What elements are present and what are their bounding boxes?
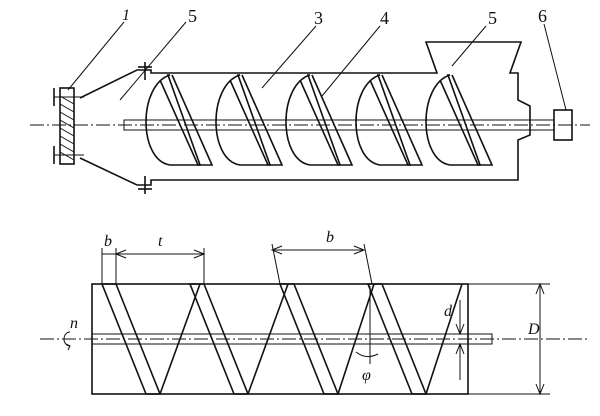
label-4: 4 <box>380 8 389 28</box>
detail-flights <box>100 283 463 395</box>
leader-5b <box>451 25 487 67</box>
label-3: 3 <box>314 8 323 28</box>
flight-3 <box>285 74 342 166</box>
label-6: 6 <box>538 6 547 26</box>
phi-arc <box>355 351 379 358</box>
label-phi: φ <box>362 367 371 384</box>
screw-geometry-detail: b t b d D n φ <box>40 229 590 396</box>
dim-t-arrow-left <box>114 249 127 259</box>
flight-5-blade <box>439 74 494 166</box>
drive-gear <box>53 87 84 165</box>
helical-flights <box>145 74 494 166</box>
trough-body <box>79 41 531 186</box>
screw-conveyor-assembly: 1 5 3 4 5 6 <box>30 6 590 194</box>
dim-b-right-arrow-right <box>353 245 366 255</box>
ext-b-right-2 <box>363 243 373 285</box>
flight-5 <box>425 74 482 166</box>
flight-4 <box>355 74 412 166</box>
label-n: n <box>70 315 78 332</box>
leader-3 <box>261 25 317 89</box>
leader-1 <box>67 21 125 91</box>
leader-5a <box>119 21 187 101</box>
dim-d-arrow-bottom <box>455 342 465 355</box>
label-d: d <box>444 303 453 320</box>
label-D: D <box>527 321 540 338</box>
dim-b-right-arrow-left <box>270 245 283 255</box>
rotation-arrow-icon <box>63 331 71 347</box>
label-b-right: b <box>326 229 334 246</box>
label-5b: 5 <box>488 8 497 28</box>
dim-D-arrow-bottom <box>535 383 545 396</box>
flight-2-blade <box>229 74 284 166</box>
dim-t-arrow-right <box>193 249 206 259</box>
label-b-left: b <box>104 233 112 250</box>
rotation-arrow-head <box>65 343 71 351</box>
label-1: 1 <box>122 7 130 24</box>
dim-d-arrow-top <box>455 323 465 336</box>
flight-3-blade <box>299 74 354 166</box>
dim-D-arrow-top <box>535 282 545 295</box>
flight-2 <box>215 74 272 166</box>
flight-4-blade <box>369 74 424 166</box>
label-5a: 5 <box>188 6 197 26</box>
leader-6 <box>543 23 567 111</box>
leader-4 <box>321 25 381 97</box>
label-t: t <box>158 233 163 250</box>
flight-1 <box>145 74 202 166</box>
flight-1-blade <box>159 74 214 166</box>
screw-envelope <box>91 283 469 395</box>
